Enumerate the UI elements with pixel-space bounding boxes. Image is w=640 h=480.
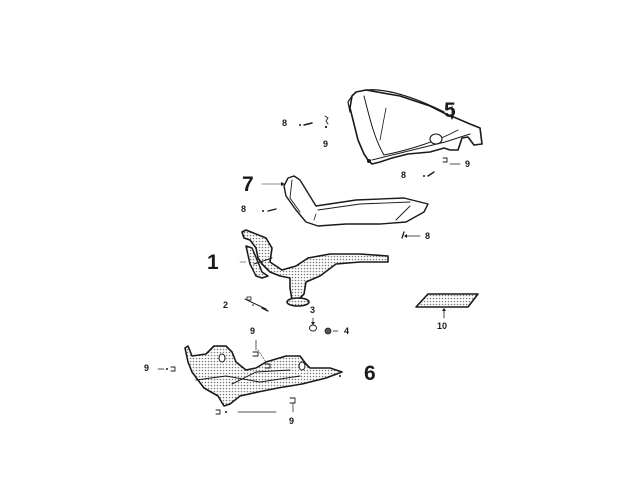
callout-9e: 9 <box>289 416 295 426</box>
part-5-front-cover[interactable] <box>347 89 483 165</box>
callout-4: 4 <box>344 326 350 336</box>
part-1-handlebar[interactable] <box>239 229 389 307</box>
callout-3: 3 <box>310 305 316 315</box>
part-10-pad[interactable] <box>415 293 479 319</box>
clip-9-d[interactable] <box>157 366 176 372</box>
callout-8d: 8 <box>425 231 431 241</box>
clip-9-a[interactable] <box>324 115 329 129</box>
part-7-rear-cover[interactable] <box>261 175 429 227</box>
callout-9c: 9 <box>250 326 256 336</box>
callout-9d: 9 <box>144 363 150 373</box>
part-4-nut[interactable] <box>324 327 339 335</box>
callout-9b: 9 <box>465 159 471 169</box>
callout-6: 6 <box>364 362 376 385</box>
clip-9-c[interactable] <box>252 339 271 369</box>
callout-2: 2 <box>223 300 229 310</box>
clip-9-b[interactable] <box>442 157 461 165</box>
callout-8b: 8 <box>401 170 407 180</box>
screw-8-b[interactable] <box>423 171 435 177</box>
callout-8a: 8 <box>282 118 288 128</box>
screw-8-c[interactable] <box>262 208 277 212</box>
callout-1: 1 <box>207 251 219 274</box>
callout-8c: 8 <box>241 204 247 214</box>
callout-9a: 9 <box>323 139 329 149</box>
part-3-collar[interactable] <box>309 317 317 332</box>
screw-8-a[interactable] <box>299 122 313 126</box>
clip-9-e[interactable] <box>215 397 296 415</box>
callout-10: 10 <box>437 321 448 331</box>
callout-5: 5 <box>444 99 456 122</box>
callout-7: 7 <box>242 173 254 196</box>
screw-8-d[interactable] <box>401 231 421 239</box>
part-2-bolt[interactable] <box>244 296 269 312</box>
part-6-lower-cover[interactable] <box>184 345 343 407</box>
